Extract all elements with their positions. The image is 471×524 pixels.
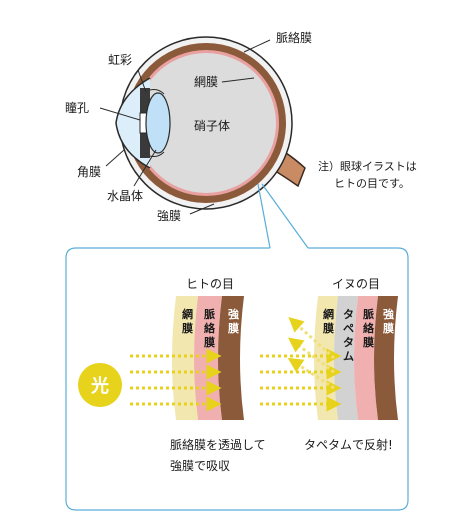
light-circle — [78, 363, 122, 407]
human-retina-label: 網 膜 — [182, 307, 193, 335]
note-line-1: 注）眼球イラストは — [318, 159, 417, 173]
svg-text:膜: 膜 — [383, 321, 394, 335]
svg-text:脈: 脈 — [204, 307, 215, 321]
svg-text:ム: ム — [343, 350, 354, 363]
callout-lines — [257, 183, 309, 249]
human-choroid-label: 脈 絡 膜 — [204, 307, 216, 349]
dog-sclera-label: 強 膜 — [383, 307, 394, 335]
dog-retina-label: 網 膜 — [323, 307, 334, 335]
svg-text:タ: タ — [343, 308, 354, 321]
svg-text:膜: 膜 — [363, 335, 374, 349]
label-sclera: 強膜 — [157, 209, 181, 223]
svg-text:網: 網 — [323, 307, 334, 321]
dog-reflected-arrows — [287, 316, 336, 390]
dog-choroid-label: 脈 絡 膜 — [363, 307, 375, 349]
human-light-arrows — [130, 348, 222, 412]
dog-tapetum-label: タ ペ タ ム — [343, 308, 354, 363]
lens — [145, 92, 171, 154]
label-retina: 網膜 — [194, 75, 218, 89]
label-vitreous: 硝子体 — [194, 119, 230, 133]
svg-text:絡: 絡 — [204, 321, 216, 335]
label-choroid: 脈絡膜 — [276, 30, 312, 45]
svg-text:脈: 脈 — [363, 307, 374, 321]
human-caption-line-1: 脈絡膜を透過して — [170, 437, 266, 452]
svg-text:強: 強 — [228, 307, 239, 321]
eyeball-illustration: 虹彩 瞳孔 角膜 水晶体 強膜 脈絡膜 網膜 硝子体 注）眼球イラストは ヒトの… — [65, 30, 417, 223]
dog-panel-title: イヌの目 — [332, 277, 380, 291]
dog-caption: タペタムで反射! — [304, 437, 393, 452]
svg-text:強: 強 — [383, 307, 394, 321]
leader-lines — [99, 39, 271, 215]
svg-text:タ: タ — [343, 336, 354, 349]
light-label: 光 — [90, 375, 109, 397]
svg-text:膜: 膜 — [228, 321, 239, 335]
detail-panel: 光 ヒトの目 網 膜 脈 絡 膜 強 膜 脈絡膜を透過して 強膜で吸 — [65, 247, 409, 511]
dog-light-arrows — [260, 348, 342, 412]
human-caption-line-2: 強膜で吸収 — [170, 459, 230, 473]
label-pupil: 瞳孔 — [65, 100, 89, 115]
svg-text:ペ: ペ — [343, 322, 354, 335]
vitreous-body — [136, 53, 276, 193]
human-panel-title: ヒトの目 — [186, 277, 234, 291]
svg-text:膜: 膜 — [204, 335, 215, 349]
human-sclera-label: 強 膜 — [228, 307, 239, 335]
dog-eye-layers — [314, 296, 398, 420]
note-line-2: ヒトの目です。 — [334, 177, 410, 190]
label-cornea: 角膜 — [77, 165, 101, 179]
label-iris: 虹彩 — [108, 53, 132, 67]
svg-text:膜: 膜 — [323, 321, 334, 335]
label-lens: 水晶体 — [107, 189, 143, 203]
svg-text:絡: 絡 — [363, 321, 375, 335]
svg-text:網: 網 — [182, 307, 193, 321]
svg-text:膜: 膜 — [182, 321, 193, 335]
